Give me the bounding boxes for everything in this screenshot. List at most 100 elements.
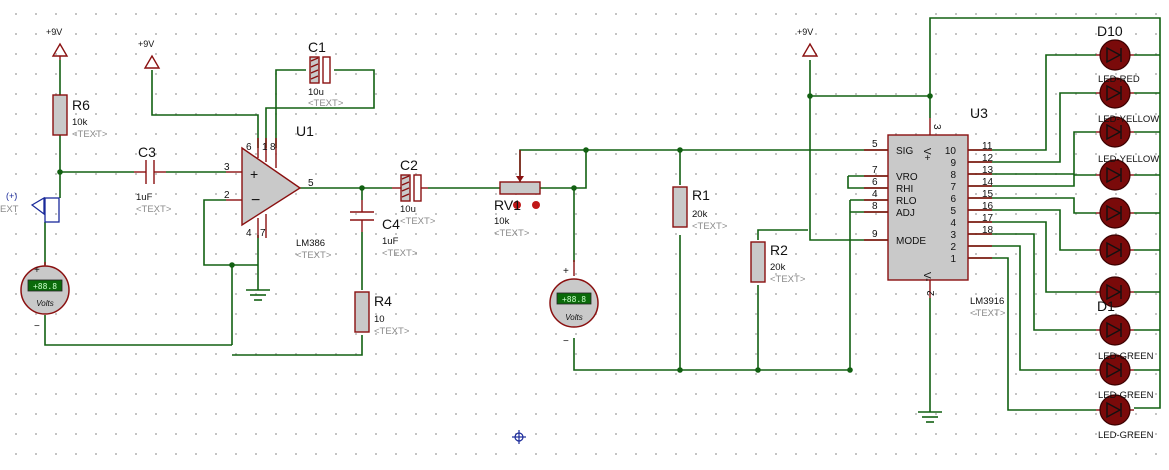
led[interactable] [1096, 159, 1134, 191]
pin-number: 1 [262, 142, 268, 153]
led[interactable] [1096, 314, 1134, 346]
pin-number: 2 [224, 190, 230, 201]
meter-reading: +88.8 [33, 282, 57, 291]
text-placeholder: <TEXT> [970, 308, 1006, 319]
text-placeholder: <TEXT> [136, 204, 172, 215]
supply-vcc1[interactable]: +9V [46, 27, 69, 60]
pin-number: 7 [260, 228, 266, 239]
ground-symbol [918, 411, 942, 423]
led-label: LED-YELLOW [1098, 154, 1159, 165]
pin-name: ADJ [896, 208, 915, 219]
text-placeholder: <TEXT> [296, 250, 332, 261]
supply-vcc2[interactable]: +9V [138, 39, 161, 69]
pin-name: V- [921, 272, 932, 281]
capacitor-value: 10u [308, 87, 324, 98]
meter-unit: Volts [36, 299, 54, 308]
resistor-r2[interactable]: R2 20k <TEXT> [750, 241, 806, 285]
pin-number: 3 [224, 162, 230, 173]
source-body [44, 197, 60, 223]
meter-display [27, 279, 63, 292]
pin-number: 4 [872, 189, 878, 200]
opamp-u1[interactable]: + − 3 2 6 1 8 5 4 7 U1 LM386 <TEXT> [224, 123, 332, 261]
capacitor-value: 10u [400, 204, 416, 215]
led-label: LED-GREEN [1098, 351, 1154, 362]
pin-name: RLO [896, 196, 917, 207]
capacitor-ref: C3 [138, 144, 156, 160]
pot-adjust-up-icon[interactable] [532, 201, 540, 209]
led[interactable] [1096, 197, 1134, 229]
pin-number: 6 [872, 177, 878, 188]
supply-label: +9V [46, 27, 62, 37]
pin-number: 5 [950, 206, 956, 217]
opamp-part: LM386 [296, 238, 325, 249]
svg-text:+: + [250, 166, 258, 182]
pin-number: 9 [950, 158, 956, 169]
net-label: 11 [982, 141, 993, 152]
text-placeholder: <TEXT> [374, 326, 410, 337]
led[interactable] [1096, 77, 1134, 109]
pin-name: MODE [896, 236, 926, 247]
pin-number: 3 [931, 124, 942, 130]
resistor-ref: R4 [374, 293, 392, 309]
source-polarity: (+) [6, 191, 17, 201]
resistor-ref: R1 [692, 187, 710, 203]
led[interactable] [1096, 394, 1134, 426]
driver-part: LM3916 [970, 296, 1004, 307]
pin-number: 7 [950, 182, 956, 193]
meter-plus: + [563, 266, 569, 277]
resistor-r1[interactable]: R1 20k <TEXT> [672, 186, 728, 232]
meter-display [556, 292, 592, 305]
audio-source[interactable]: (+) EXT [0, 191, 60, 223]
pin-number: 7 [872, 165, 878, 176]
resistor-value: 10 [374, 314, 385, 325]
capacitor-c3[interactable]: C3 1uF <TEXT> [134, 144, 172, 215]
voltmeter-1[interactable]: +88.8 Volts + − [20, 262, 70, 332]
capacitor-c4[interactable]: C4 1uF <TEXT> [350, 200, 418, 259]
led[interactable] [1096, 276, 1134, 308]
text-placeholder: <TEXT> [692, 221, 728, 232]
resistor-ref: R6 [72, 97, 90, 113]
source-text: EXT [0, 204, 19, 215]
pin-name: RHI [896, 184, 913, 195]
pin-number: 4 [950, 218, 956, 229]
text-placeholder: <TEXT> [72, 129, 108, 140]
supply-label: +9V [797, 27, 813, 37]
potentiometer-rv1[interactable]: RV1 10k <TEXT> [494, 150, 541, 239]
capacitor-c2[interactable]: C2 10u <TEXT> [392, 157, 436, 227]
origin-marker [512, 430, 526, 444]
net-label: 16 [982, 201, 994, 212]
led-label: LED-GREEN [1098, 430, 1154, 441]
resistor-r6[interactable]: R6 10k <TEXT> [52, 94, 108, 140]
led[interactable] [1096, 234, 1134, 266]
resistor-value: 20k [692, 209, 708, 220]
net-label: 13 [982, 165, 994, 176]
resistor-r4[interactable]: R4 10 <TEXT> [354, 291, 410, 337]
pin-number: 8 [950, 170, 956, 181]
pin-number: 9 [872, 229, 878, 240]
pin-name: SIG [896, 146, 913, 157]
led[interactable] [1096, 39, 1134, 71]
supply-vcc3[interactable]: +9V [797, 27, 819, 57]
resistor-value: 10k [72, 117, 88, 128]
meter-unit: Volts [565, 313, 583, 322]
pot-adjust-down-icon[interactable] [513, 201, 521, 209]
pin-number: 5 [308, 178, 314, 189]
pot-ref: RV1 [494, 197, 521, 213]
pin-number: 2 [950, 242, 956, 253]
led[interactable] [1096, 116, 1134, 148]
led[interactable] [1096, 354, 1134, 386]
pin-number: 3 [950, 230, 956, 241]
led-label: LED-YELLOW [1098, 114, 1159, 125]
driver-u3[interactable]: 3 2 V+ V- U3 LM3916 <TEXT> 5SIG7VRO6RHI4… [864, 105, 1006, 319]
meter-reading: +88.8 [562, 295, 586, 304]
capacitor-c1[interactable]: C1 10u <TEXT> [308, 39, 344, 109]
supply-label: +9V [138, 39, 154, 49]
pin-number: 6 [950, 194, 956, 205]
pin-number: 6 [246, 142, 252, 153]
led-label: LED-RED [1098, 74, 1140, 85]
voltmeter-2[interactable]: +88.8 Volts + − [549, 260, 599, 347]
led-ref: D10 [1097, 23, 1123, 39]
